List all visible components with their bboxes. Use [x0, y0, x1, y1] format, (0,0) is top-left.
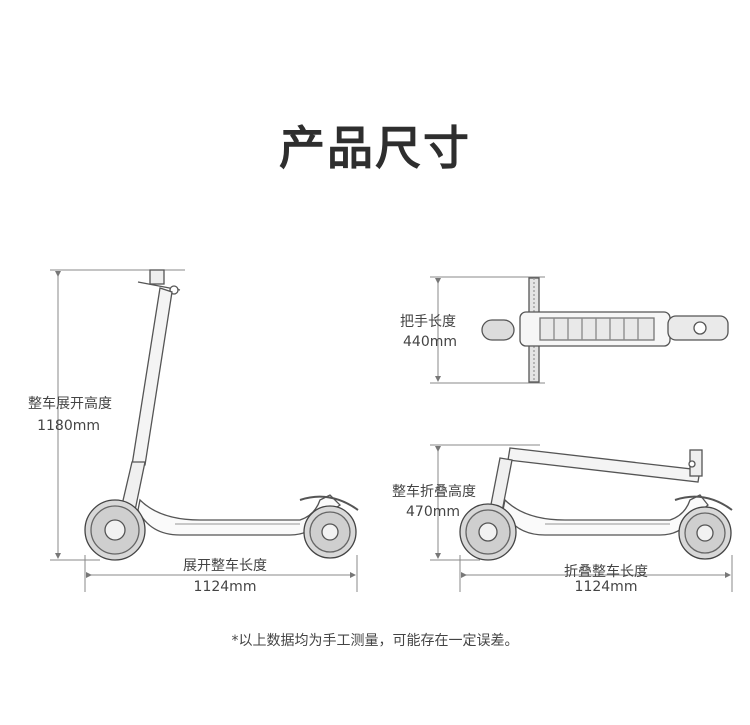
unfolded-length-value: 1124mm [193, 579, 257, 595]
folded-height-value: 470mm [406, 504, 460, 520]
unfolded-height-label: 整车展开高度 [28, 396, 112, 412]
footnote: *以上数据均为手工测量，可能存在一定误差。 [231, 633, 519, 649]
unfolded-height-value: 1180mm [37, 418, 100, 434]
handlebar-width-value: 440mm [403, 334, 457, 350]
folded-length-value: 1124mm [574, 579, 638, 595]
folded-scooter-illustration [459, 447, 733, 561]
folded-height-label: 整车折叠高度 [392, 484, 476, 500]
handlebar-width-label: 把手长度 [400, 314, 456, 330]
folded-length-label: 折叠整车长度 [564, 564, 648, 580]
top-view-width-dimension [430, 276, 545, 384]
unfolded-length-label: 展开整车长度 [183, 558, 267, 574]
unfolded-length-dimension [84, 555, 358, 592]
unfolded-scooter-illustration [84, 269, 359, 561]
folded-height-dimension [430, 444, 540, 561]
page-title: 产品尺寸 [279, 121, 471, 175]
top-view-scooter-illustration [481, 277, 729, 383]
folded-length-dimension [459, 555, 733, 592]
